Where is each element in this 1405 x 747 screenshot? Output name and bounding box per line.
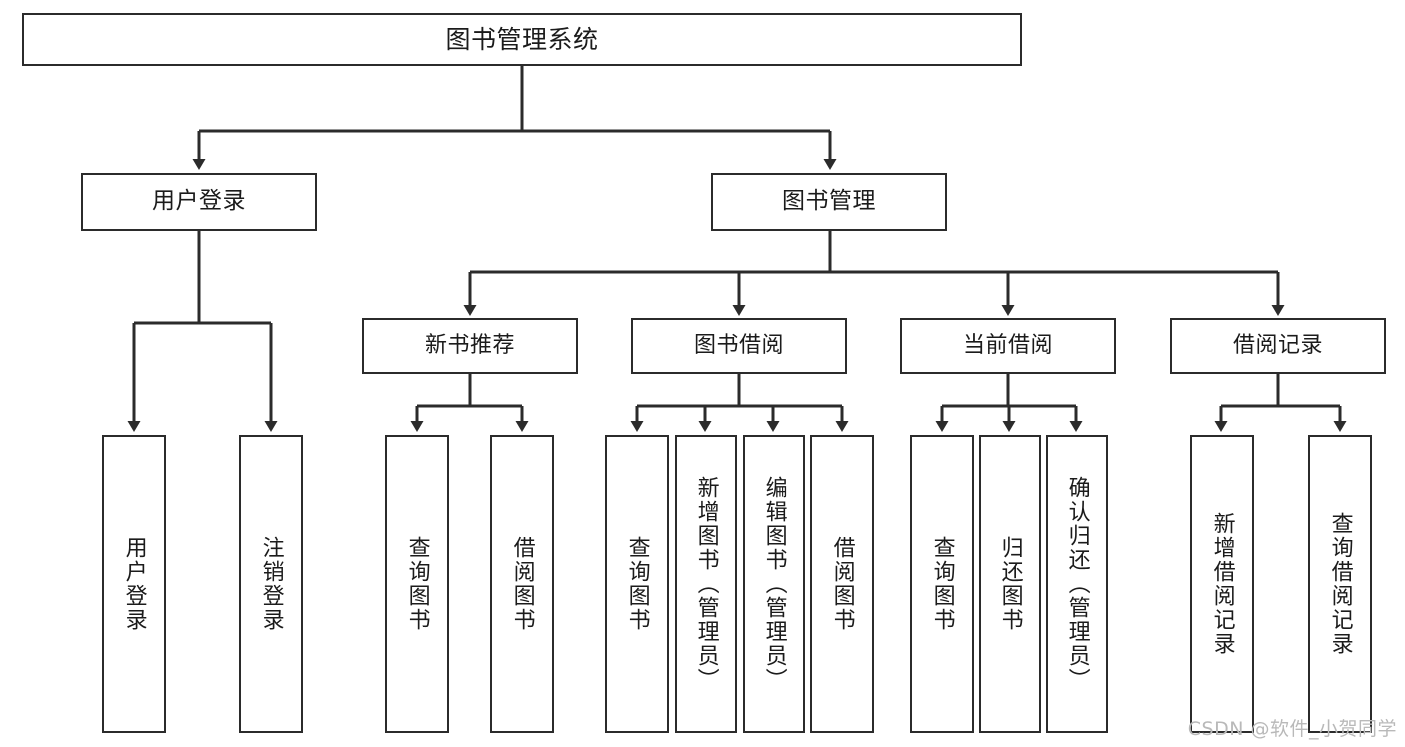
node-label: 图书借阅 (693, 333, 784, 359)
node-label: 归还图书 (997, 536, 1023, 632)
node-label: 用户登录 (152, 188, 246, 215)
node-label: 新书推荐 (424, 333, 515, 359)
node-book-borrow[interactable]: 图书借阅 (631, 318, 847, 374)
leaf-user-login-login[interactable]: 用户登录 (102, 435, 166, 733)
leaf-new-book-query[interactable]: 查询图书 (385, 435, 449, 733)
leaf-user-login-logout[interactable]: 注销登录 (239, 435, 303, 733)
leaf-current-borrow-return[interactable]: 归还图书 (979, 435, 1041, 733)
node-label: 图书管理 (782, 188, 876, 215)
node-borrow-record[interactable]: 借阅记录 (1170, 318, 1386, 374)
node-label: 新增图书（管理员） (693, 476, 719, 692)
node-label: 用户登录 (121, 536, 147, 632)
csdn-watermark: CSDN @软件_小贺同学 (1187, 718, 1397, 740)
leaf-new-book-borrow[interactable]: 借阅图书 (490, 435, 554, 733)
node-label: 借阅图书 (509, 536, 535, 632)
leaf-book-borrow-query[interactable]: 查询图书 (605, 435, 669, 733)
leaf-current-borrow-query[interactable]: 查询图书 (910, 435, 974, 733)
leaf-borrow-record-query[interactable]: 查询借阅记录 (1308, 435, 1372, 733)
node-label: 查询图书 (404, 536, 430, 632)
leaf-book-borrow-add[interactable]: 新增图书（管理员） (675, 435, 737, 733)
leaf-current-borrow-confirm-return[interactable]: 确认归还（管理员） (1046, 435, 1108, 733)
node-label: 借阅图书 (829, 536, 855, 632)
node-label: 注销登录 (258, 536, 284, 632)
node-new-book-recommend[interactable]: 新书推荐 (362, 318, 578, 374)
leaf-book-borrow-edit[interactable]: 编辑图书（管理员） (743, 435, 805, 733)
node-label: 图书管理系统 (445, 24, 599, 54)
node-label: 编辑图书（管理员） (761, 476, 787, 692)
node-label: 查询图书 (624, 536, 650, 632)
node-label: 查询图书 (929, 536, 955, 632)
leaf-borrow-record-add[interactable]: 新增借阅记录 (1190, 435, 1254, 733)
node-label: 查询借阅记录 (1327, 512, 1353, 656)
node-label: 确认归还（管理员） (1064, 476, 1090, 692)
node-current-borrow[interactable]: 当前借阅 (900, 318, 1116, 374)
node-root-system[interactable]: 图书管理系统 (22, 13, 1022, 66)
leaf-book-borrow-borrow[interactable]: 借阅图书 (810, 435, 874, 733)
node-label: 当前借阅 (962, 333, 1053, 359)
node-label: 新增借阅记录 (1209, 512, 1235, 656)
node-book-management[interactable]: 图书管理 (711, 173, 947, 231)
node-user-login[interactable]: 用户登录 (81, 173, 317, 231)
node-label: 借阅记录 (1232, 333, 1323, 359)
